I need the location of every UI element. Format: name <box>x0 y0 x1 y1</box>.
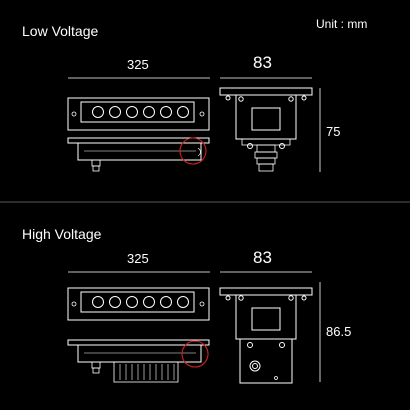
high-voltage-highlight-circle <box>181 340 209 368</box>
low-voltage-highlight-circle <box>179 137 207 165</box>
high-voltage-top-view <box>67 287 210 321</box>
high-voltage-drawing <box>67 271 321 384</box>
high-voltage-title: High Voltage <box>22 226 102 242</box>
low-voltage-length-label: 325 <box>127 57 149 72</box>
low-voltage-width-label: 83 <box>253 53 272 72</box>
low-voltage-height-label: 75 <box>326 124 341 139</box>
high-voltage-length-label: 325 <box>127 251 149 266</box>
low-voltage-top-view <box>67 97 210 131</box>
low-voltage-title: Low Voltage <box>22 23 99 39</box>
high-voltage-side-view <box>67 339 210 383</box>
low-voltage-drawing <box>67 77 321 172</box>
high-voltage-height-label: 86.5 <box>326 324 352 339</box>
low-voltage-side-view <box>67 137 210 172</box>
unit-label: Unit : mm <box>316 17 368 31</box>
high-voltage-end-view <box>219 287 313 384</box>
high-voltage-width-label: 83 <box>253 248 272 267</box>
low-voltage-end-view <box>219 87 313 172</box>
